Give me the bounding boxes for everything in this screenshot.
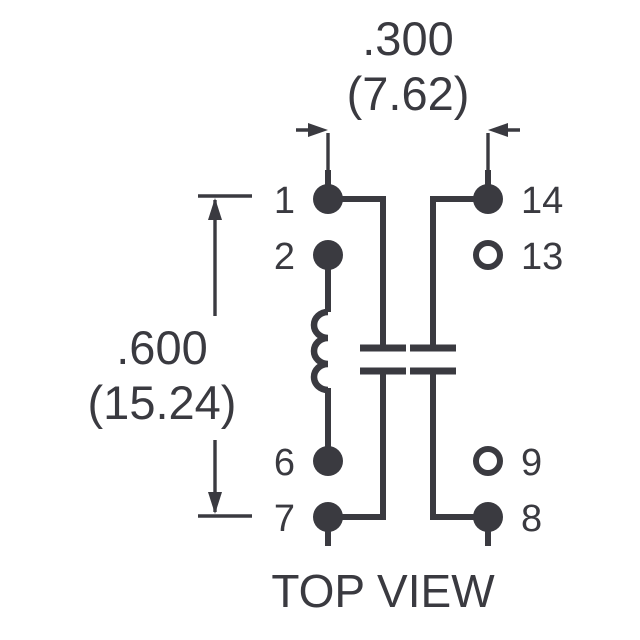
- dimension-arrow-left-icon: [308, 123, 328, 137]
- pin-label-14: 14: [521, 180, 563, 222]
- pin-6-pad[interactable]: [313, 446, 343, 476]
- inductor-coil-icon: [310, 308, 329, 394]
- capacitor-left-icon: [360, 344, 406, 375]
- pin-label-9: 9: [521, 442, 542, 484]
- view-caption: TOP VIEW: [271, 565, 495, 617]
- pin-9-pad[interactable]: [473, 446, 503, 476]
- wiring-group: [325, 170, 491, 546]
- pin-7-pad[interactable]: [313, 502, 343, 532]
- pin-label-8: 8: [521, 498, 542, 540]
- pin-1-pad[interactable]: [313, 184, 343, 214]
- pin-13-pad[interactable]: [473, 240, 503, 270]
- pin-label-1: 1: [274, 180, 295, 222]
- pin-label-2: 2: [274, 236, 295, 278]
- dimension-arrow-down-icon: [208, 492, 222, 514]
- pin-label-13: 13: [521, 236, 563, 278]
- dimension-arrow-right-icon: [488, 123, 508, 137]
- pin-label-6: 6: [274, 442, 295, 484]
- vertical-dimension-inches: .600: [116, 321, 207, 374]
- dimension-arrow-up-icon: [208, 198, 222, 220]
- pin-14-pad[interactable]: [473, 184, 503, 214]
- horizontal-dimension-millimeters: (7.62): [347, 67, 470, 120]
- pin-label-7: 7: [274, 498, 295, 540]
- net-pin14-to-capacitor-right-top: [430, 196, 488, 348]
- vertical-dimension-millimeters: (15.24): [88, 376, 237, 429]
- vertical-dimension-group: [198, 194, 252, 518]
- net-capacitor-right-bottom-to-pin8: [430, 371, 488, 520]
- pin-2-pad[interactable]: [313, 240, 343, 270]
- net-capacitor-left-bottom-to-pin7: [328, 371, 386, 520]
- pin-8-pad[interactable]: [473, 502, 503, 532]
- capacitor-right-icon: [410, 344, 456, 375]
- horizontal-dimension-inches: .300: [362, 12, 453, 65]
- net-pin1-to-capacitor-left-top: [328, 196, 386, 348]
